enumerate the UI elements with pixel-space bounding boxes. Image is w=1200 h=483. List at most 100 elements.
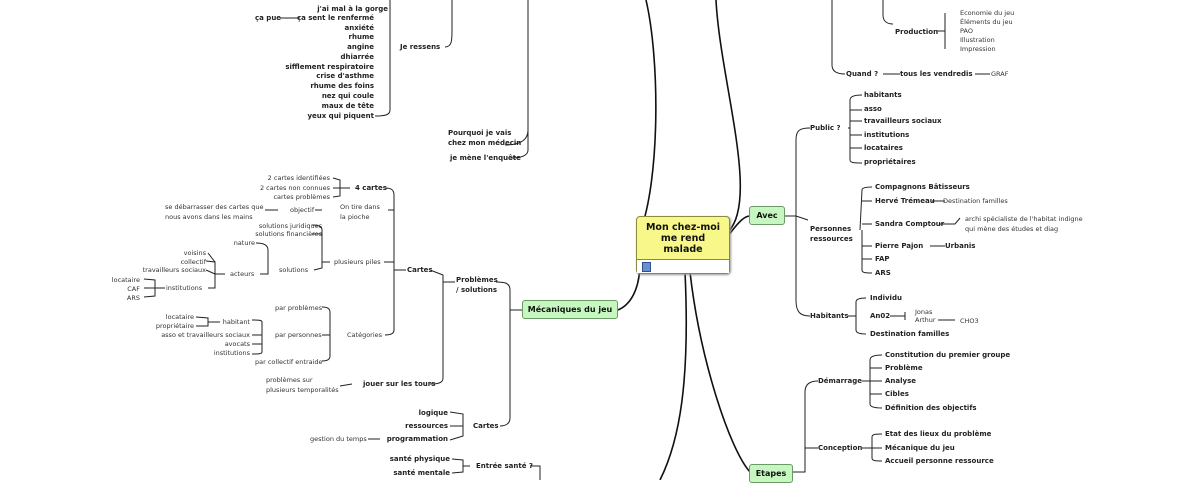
symptom-item[interactable]: nez qui coule — [321, 92, 374, 100]
solutions-item[interactable]: solutions financières — [255, 230, 322, 238]
pourquoi-node[interactable]: Pourquoi je vais chez mon médecin — [448, 129, 522, 147]
symptom-item[interactable]: anxiété — [344, 24, 374, 32]
symptom-item[interactable]: rhume — [348, 33, 374, 41]
jonas-node[interactable]: Jonas — [915, 308, 933, 316]
acteurs-node[interactable]: acteurs — [230, 270, 255, 278]
branch-mecaniques-du-jeu[interactable]: Mécaniques du jeu — [522, 300, 618, 319]
locataire-node[interactable]: locataire — [165, 313, 194, 321]
par-problemes-node[interactable]: par problèmes — [275, 304, 323, 312]
demarrage-node[interactable]: Démarrage — [818, 377, 862, 385]
symptom-item[interactable]: dhiarrée — [340, 53, 374, 61]
quatre-cartes-node[interactable]: 4 cartes — [355, 184, 387, 192]
branch-etapes[interactable]: Etapes — [749, 464, 793, 483]
demarrage-item[interactable]: Constitution du premier groupe — [885, 351, 1011, 359]
quatre-cartes-item[interactable]: 2 cartes identifiées — [267, 174, 330, 182]
objectif-node[interactable]: objectif — [290, 206, 315, 214]
categories-node[interactable]: Catégories — [347, 331, 383, 339]
symptom-item[interactable]: crise d'asthme — [316, 72, 374, 80]
symptom-item[interactable]: j'ai mal à la gorge — [317, 5, 388, 13]
ca-pue-node[interactable]: ça pue — [255, 14, 282, 22]
personnes-ressources-node[interactable]: Personnes ressources — [810, 225, 853, 243]
sandra-node[interactable]: Sandra Comptour — [875, 220, 945, 228]
public-item[interactable]: institutions — [864, 131, 910, 139]
solutions-item[interactable]: nature — [233, 239, 255, 247]
par-personnes-item[interactable]: asso et travailleurs sociaux — [161, 331, 250, 339]
conception-item[interactable]: Accueil personne ressource — [885, 457, 994, 465]
sante-mentale-node[interactable]: santé mentale — [393, 469, 450, 477]
graf-node[interactable]: GRAF — [991, 70, 1009, 78]
institutions-node[interactable]: institutions — [166, 284, 203, 292]
tous-les-vendredis-node[interactable]: tous les vendredis — [900, 70, 973, 78]
conception-item[interactable]: Etat des lieux du problème — [885, 430, 992, 438]
cartes-2-node[interactable]: Cartes — [473, 422, 499, 430]
institutions-item[interactable]: CAF — [127, 285, 140, 293]
objectif-text-node[interactable]: se débarrasser des cartes que nous avons… — [165, 203, 264, 221]
par-personnes-item[interactable]: habitant — [222, 318, 250, 326]
ars-node[interactable]: ARS — [875, 269, 891, 277]
public-item[interactable]: habitants — [864, 91, 902, 99]
quatre-cartes-item[interactable]: 2 cartes non connues — [259, 184, 330, 192]
symptom-item[interactable]: rhume des foins — [310, 82, 374, 90]
production-item[interactable]: PAO — [960, 27, 973, 35]
on-tire-node[interactable]: On tire dans la pioche — [340, 203, 380, 221]
branch-avec[interactable]: Avec — [749, 206, 785, 225]
je-ressens-node[interactable]: Je ressens — [400, 43, 441, 51]
destination-familles-habitants-node[interactable]: Destination familles — [870, 330, 950, 338]
cho3-node[interactable]: CHO3 — [960, 317, 979, 325]
problemes-solutions-node[interactable]: Problèmes / solutions — [456, 276, 498, 294]
archi-node[interactable]: archi spécialiste de l'habitat indigne q… — [965, 215, 1083, 233]
compagnons-node[interactable]: Compagnons Bâtisseurs — [875, 183, 970, 191]
gestion-temps-node[interactable]: gestion du temps — [310, 435, 367, 443]
solutions-node[interactable]: solutions — [279, 266, 309, 274]
quatre-cartes-item[interactable]: cartes problèmes — [273, 193, 330, 201]
par-personnes-item[interactable]: avocats — [224, 340, 250, 348]
je-mene-enquete-node[interactable]: je mène l'enquête — [450, 154, 521, 162]
acteurs-item[interactable]: voisins — [183, 249, 206, 257]
demarrage-item[interactable]: Cibles — [885, 390, 909, 398]
quand-node[interactable]: Quand ? — [846, 70, 879, 78]
pierre-pajon-node[interactable]: Pierre Pajon — [875, 242, 924, 250]
symptom-item[interactable]: ça sent le renfermé — [296, 14, 374, 22]
an02-node[interactable]: An02 — [870, 312, 891, 320]
individu-node[interactable]: Individu — [870, 294, 902, 302]
acteurs-item[interactable]: collectif — [180, 258, 206, 266]
cartes-2-item[interactable]: ressources — [405, 422, 448, 430]
symptom-item[interactable]: sifflement respiratoire — [285, 63, 374, 71]
par-personnes-item[interactable]: institutions — [213, 349, 250, 357]
public-item[interactable]: locataires — [864, 144, 903, 152]
solutions-item[interactable]: solutions juridiques — [258, 222, 322, 230]
plusieurs-piles-node[interactable]: plusieurs piles — [334, 258, 381, 266]
fap-node[interactable]: FAP — [875, 255, 890, 263]
herve-node[interactable]: Hervé Trémeau — [875, 197, 935, 205]
institutions-item[interactable]: ARS — [126, 294, 140, 302]
jouer-tours-node[interactable]: jouer sur les tours — [363, 380, 436, 388]
production-node[interactable]: Production — [895, 28, 939, 36]
central-topic[interactable]: Mon chez-moi me rend malade — [636, 216, 730, 274]
arthur-node[interactable]: Arthur — [915, 316, 936, 324]
cartes-node[interactable]: Cartes — [407, 266, 433, 274]
demarrage-item[interactable]: Problème — [885, 364, 923, 372]
public-item[interactable]: asso — [864, 105, 882, 113]
production-item[interactable]: Impression — [960, 45, 996, 53]
destination-familles-node[interactable]: Destination familles — [943, 197, 1008, 205]
par-collectif-node[interactable]: par collectif entraide — [255, 358, 323, 366]
proprietaire-node[interactable]: propriétaire — [155, 322, 194, 330]
production-item[interactable]: Illustration — [960, 36, 995, 44]
urbanis-node[interactable]: Urbanis — [945, 242, 976, 250]
cartes-2-item[interactable]: logique — [418, 409, 448, 417]
conception-node[interactable]: Conception — [818, 444, 863, 452]
demarrage-item[interactable]: Analyse — [885, 377, 917, 385]
acteurs-item[interactable]: travailleurs sociaux — [142, 266, 206, 274]
public-item[interactable]: propriétaires — [864, 158, 916, 166]
institutions-item[interactable]: locataire — [111, 276, 140, 284]
production-item[interactable]: Economie du jeu — [960, 9, 1015, 17]
par-personnes-node[interactable]: par personnes — [275, 331, 322, 339]
problemes-temps-node[interactable]: problèmes sur plusieurs temporalités — [266, 376, 339, 394]
symptom-item[interactable]: maux de tête — [321, 102, 374, 110]
symptom-item[interactable]: angine — [347, 43, 374, 51]
entree-sante-node[interactable]: Entrée santé ? — [476, 462, 533, 470]
demarrage-item[interactable]: Définition des objectifs — [885, 404, 977, 412]
public-node[interactable]: Public ? — [810, 124, 841, 132]
cartes-2-item[interactable]: programmation — [386, 435, 448, 443]
habitants-node[interactable]: Habitants — [810, 312, 849, 320]
